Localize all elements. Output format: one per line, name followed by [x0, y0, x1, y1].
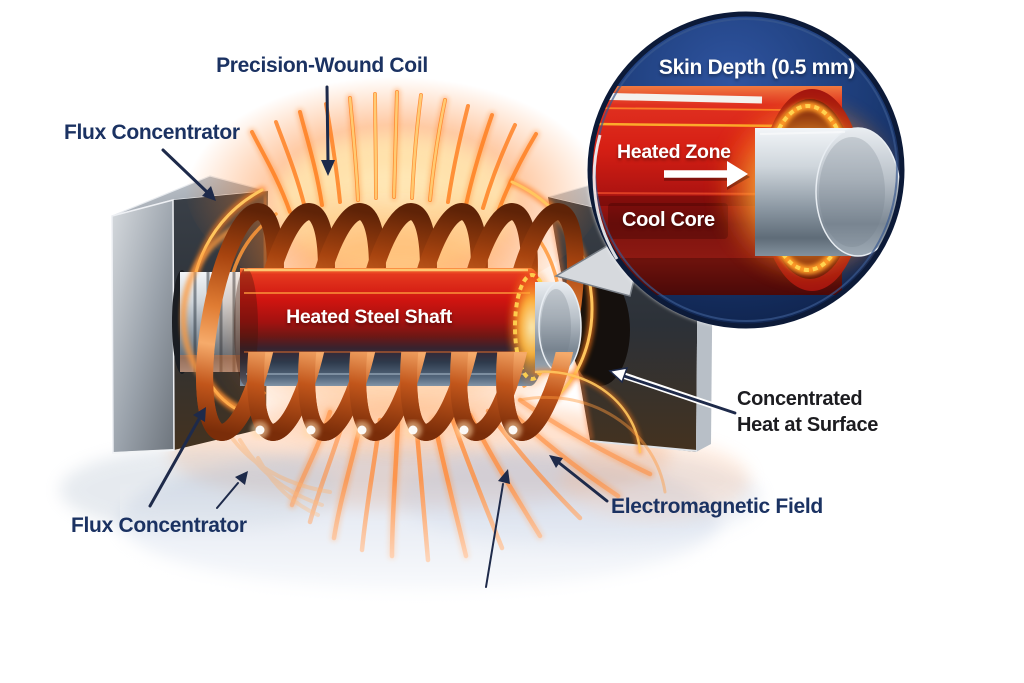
electromagnetic-field-arrow	[549, 455, 609, 503]
flux-concentrator-top-arrow	[161, 148, 216, 201]
field-leader-arrow-center	[485, 469, 510, 588]
cool-core-label: Cool Core	[622, 209, 715, 231]
inset-rim-glint	[592, 134, 619, 260]
skin-depth-title: Skin Depth (0.5 mm)	[658, 56, 856, 79]
heated-zone-direction-arrow	[664, 161, 750, 190]
flux-concentrator-top-label: Flux Concentrator	[64, 121, 240, 144]
cool-core-label-panel	[608, 203, 728, 239]
flux-concentrator-bottom-arrow	[148, 407, 206, 508]
flux-concentrator-bottom-label: Flux Concentrator	[71, 514, 247, 537]
heated-zone-label: Heated Zone	[617, 141, 731, 163]
concentrated-heat-line2: Heat at Surface	[737, 414, 879, 437]
field-leader-arrow-left	[216, 471, 248, 509]
field-arcs-front-right	[518, 368, 667, 494]
precision-wound-coil-label: Precision-Wound Coil	[216, 54, 428, 77]
inset-circle	[587, 11, 905, 329]
coil-specular-highlights	[251, 421, 522, 439]
shaft-end-cap	[535, 281, 582, 373]
concentrated-heat-arrow	[608, 367, 739, 417]
electromagnetic-field-label: Electromagnetic Field	[611, 495, 823, 518]
concentrated-heat-label: Concentrated Heat at Surface	[737, 386, 912, 439]
cool-core-cylinder	[755, 127, 901, 257]
annotation-arrows	[148, 85, 739, 588]
inset-cutaway	[590, 86, 902, 295]
coil-front-arcs	[196, 352, 584, 441]
heated-steel-shaft-label: Heated Steel Shaft	[286, 306, 452, 328]
precision-wound-coil-arrow	[321, 85, 335, 176]
concentrated-heat-line1: Concentrated	[737, 388, 863, 410]
